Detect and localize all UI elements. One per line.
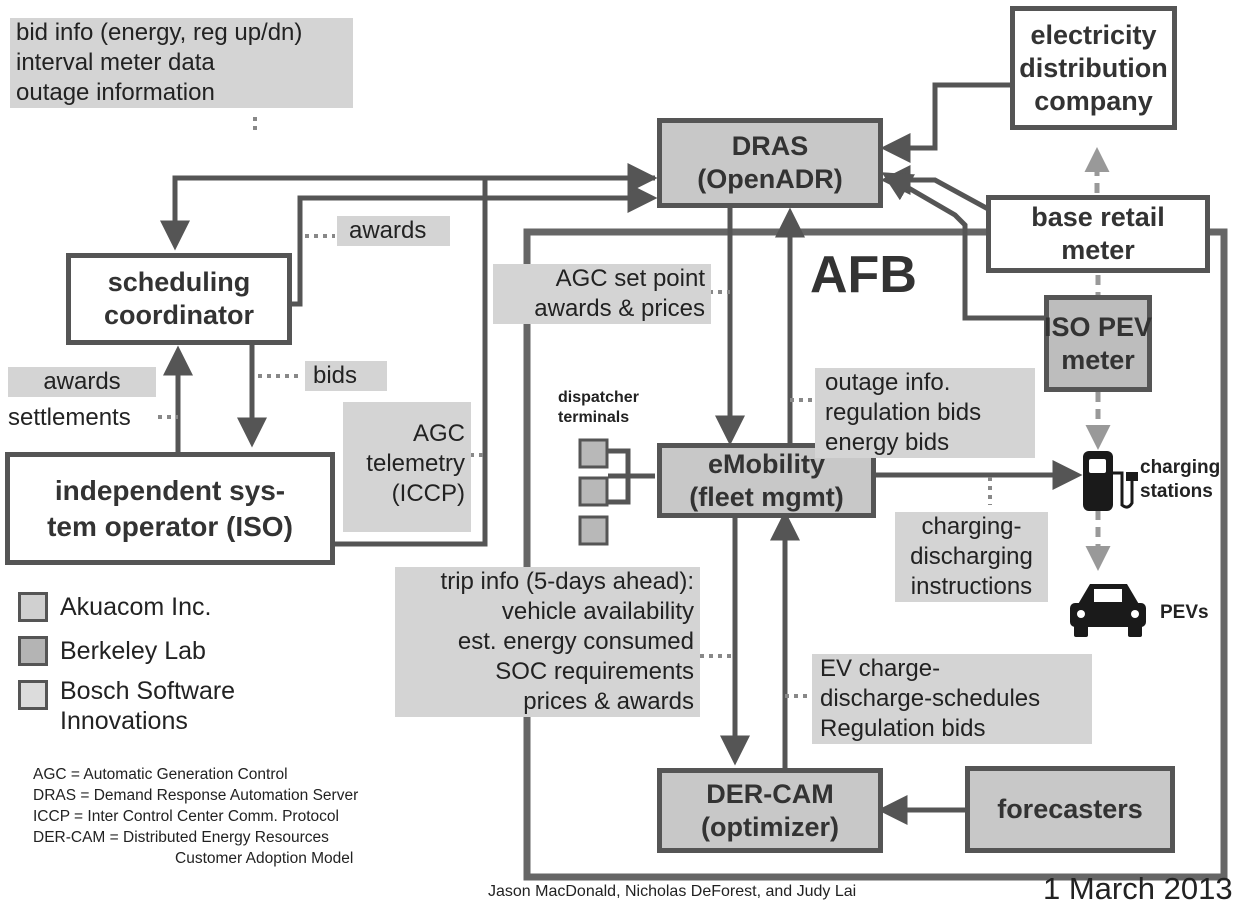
awards-left-label: awards xyxy=(8,367,156,397)
legend-swatch-bosch xyxy=(18,680,48,710)
emobility-title: eMobility xyxy=(707,448,825,479)
bid-info-label: bid info (energy, reg up/dn) interval me… xyxy=(10,18,353,108)
arrow-electricity-to-dras xyxy=(880,82,1010,163)
emobility-box: eMobility (fleet mgmt) xyxy=(657,443,876,518)
arrow-isopev-to-dras xyxy=(881,172,1044,321)
dispatcher-line1: dispatcher xyxy=(558,389,639,406)
terminal-1 xyxy=(578,438,609,469)
agc-tel-line3: (ICCP) xyxy=(391,480,465,507)
abbr-dras: DRAS = Demand Response Automation Server xyxy=(33,787,359,804)
trip-info-line3: est. energy consumed xyxy=(457,628,694,655)
bids-label: bids xyxy=(305,361,387,391)
legend-label-berkeley: Berkeley Lab xyxy=(60,637,206,665)
legend-item-bosch: Bosch Software Innovations xyxy=(18,676,318,736)
dispatcher-line2: terminals xyxy=(558,409,630,426)
charging-line1: charging xyxy=(1140,457,1221,478)
abbreviations: AGC = Automatic Generation Control DRAS … xyxy=(33,764,358,869)
outage-label: outage info. regulation bids energy bids xyxy=(815,368,1035,458)
company-label: company xyxy=(1034,85,1153,116)
afb-frame xyxy=(523,228,1228,881)
terminal-2 xyxy=(578,476,609,507)
dercam-subtitle: (optimizer) xyxy=(701,811,839,842)
ev-charge-label: EV charge- discharge-schedules Regulatio… xyxy=(812,654,1092,744)
abbr-dercam: DER-CAM = Distributed Energy Resources xyxy=(33,829,329,846)
scheduling-label: scheduling xyxy=(107,267,251,297)
dercam-title: DER-CAM xyxy=(706,778,834,809)
bid-info-line1: bid info (energy, reg up/dn) xyxy=(16,19,303,46)
charging-line2: stations xyxy=(1140,481,1213,502)
legend-label-akuacom: Akuacom Inc. xyxy=(60,593,212,621)
charging-instr-line3: instructions xyxy=(910,573,1033,600)
trip-info-line2: vehicle availability xyxy=(501,598,694,625)
authors-credit: Jason MacDonald, Nicholas DeForest, and … xyxy=(488,883,857,900)
dras-box: DRAS (OpenADR) xyxy=(657,118,883,208)
abbr-agc: AGC = Automatic Generation Control xyxy=(33,766,288,783)
electricity-distribution-company-box: electricity distribution company xyxy=(1010,6,1177,130)
trip-info-line1: trip info (5-days ahead): xyxy=(440,568,694,595)
forecasters-label: forecasters xyxy=(997,794,1143,824)
iso-line1: independent sys- xyxy=(54,474,286,506)
abbr-dercam-2: Customer Adoption Model xyxy=(175,850,354,867)
distribution-label: distribution xyxy=(1019,52,1168,83)
iso-pev-label: ISO PEV xyxy=(1043,311,1153,342)
ev-charge-line2: discharge-schedules xyxy=(820,685,1041,712)
meter-label: meter xyxy=(1061,235,1135,265)
base-retail-label: base retail xyxy=(1031,202,1165,232)
iso-pev-meter-box: ISO PEV meter xyxy=(1044,295,1152,392)
agc-set-line2: awards & prices xyxy=(534,295,705,322)
iso-box: independent sys- tem operator (ISO) xyxy=(5,452,335,565)
legend-label-bosch: Bosch Software Innovations xyxy=(60,676,235,736)
dras-title: DRAS xyxy=(731,131,809,161)
trip-info-line5: prices & awards xyxy=(523,688,694,715)
pevs-label: PEVs xyxy=(1160,602,1209,623)
ev-charge-line3: Regulation bids xyxy=(820,715,986,742)
emobility-subtitle: (fleet mgmt) xyxy=(689,481,844,512)
legend: Akuacom Inc. Berkeley Lab Bosch Software… xyxy=(18,588,318,736)
legend-swatch-berkeley xyxy=(18,636,48,666)
abbr-iccp: ICCP = Inter Control Center Comm. Protoc… xyxy=(33,808,339,825)
charging-instr-line1: charging- xyxy=(921,513,1022,540)
legend-item-berkeley: Berkeley Lab xyxy=(18,632,318,670)
forecasters-box: forecasters xyxy=(965,766,1175,853)
legend-bosch-line2: Innovations xyxy=(60,707,188,735)
base-retail-meter-box: base retail meter xyxy=(986,195,1210,273)
iso-pev-meter-label: meter xyxy=(1061,344,1135,375)
bid-info-line3: outage information xyxy=(16,79,215,106)
dras-subtitle: (OpenADR) xyxy=(697,164,843,194)
car-icon xyxy=(1070,584,1146,637)
coordinator-label: coordinator xyxy=(103,300,254,330)
electricity-label: electricity xyxy=(1030,19,1157,50)
awards-top-label: awards xyxy=(337,216,450,246)
agc-telemetry-label: AGC telemetry (ICCP) xyxy=(343,402,471,532)
arrow-iso-to-dras xyxy=(333,163,658,547)
legend-item-akuacom: Akuacom Inc. xyxy=(18,588,318,626)
agc-tel-line2: telemetry xyxy=(366,450,465,477)
agc-set-line1: AGC set point xyxy=(555,265,705,292)
terminal-3 xyxy=(578,515,609,546)
charging-stations-label: charging stations xyxy=(1140,456,1220,504)
legend-bosch-line1: Bosch Software xyxy=(60,677,236,705)
charging-instr-line2: discharging xyxy=(910,543,1033,570)
line-terminals xyxy=(608,448,655,505)
agc-tel-line1: AGC xyxy=(412,420,465,447)
trip-info-line4: SOC requirements xyxy=(495,658,694,685)
charging-instructions-label: charging- discharging instructions xyxy=(895,512,1048,602)
agc-set-point-label: AGC set point awards & prices xyxy=(493,264,711,324)
settlements-label: settlements xyxy=(8,404,131,431)
arrow-scheduling-to-dras xyxy=(292,183,658,307)
legend-swatch-akuacom xyxy=(18,592,48,622)
outage-line3: energy bids xyxy=(825,429,950,456)
afb-label: AFB xyxy=(810,246,917,304)
charging-station-icon xyxy=(1083,451,1138,511)
outage-line2: regulation bids xyxy=(825,399,982,426)
iso-line2: tem operator (ISO) xyxy=(47,510,293,542)
dispatcher-terminals-label: dispatcher terminals xyxy=(558,388,639,428)
outage-line1: outage info. xyxy=(825,369,951,396)
trip-info-label: trip info (5-days ahead): vehicle availa… xyxy=(395,567,700,717)
scheduling-coordinator-box: scheduling coordinator xyxy=(66,253,292,345)
dercam-box: DER-CAM (optimizer) xyxy=(657,768,883,853)
date-label: 1 March 2013 xyxy=(1043,871,1233,906)
bid-info-line2: interval meter data xyxy=(16,49,215,76)
ev-charge-line1: EV charge- xyxy=(820,655,941,682)
